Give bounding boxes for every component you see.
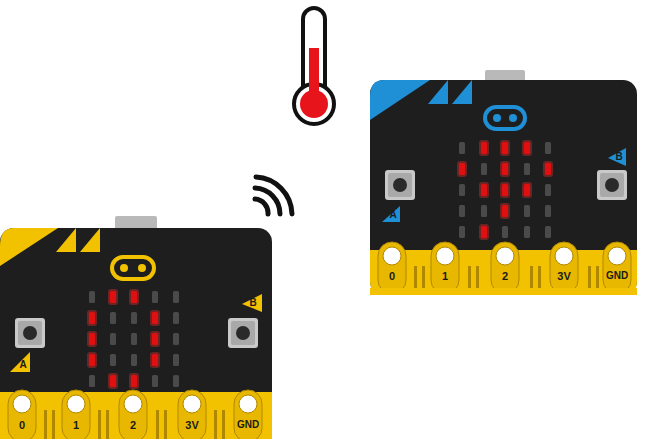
microbit-board [0,216,272,439]
pin-label: 0 [19,420,25,431]
button-label: B [615,152,622,162]
pin-label: GND [606,271,628,281]
led-matrix [87,289,179,389]
pin-label: 3V [185,420,198,431]
led-matrix [457,140,553,240]
pin-label: 0 [389,271,395,282]
thermometer-icon [294,8,334,124]
pin-label: 1 [73,420,79,431]
pin-label: 2 [502,271,508,282]
pin-label: GND [237,420,259,430]
radio-waves [255,177,292,214]
microbit-board [370,70,637,295]
button-label: A [389,210,396,220]
button-label: B [249,298,256,308]
pin-label: 2 [130,420,136,431]
button-label: A [19,360,26,370]
pin-label: 3V [557,271,570,282]
pin-label: 1 [442,271,448,282]
